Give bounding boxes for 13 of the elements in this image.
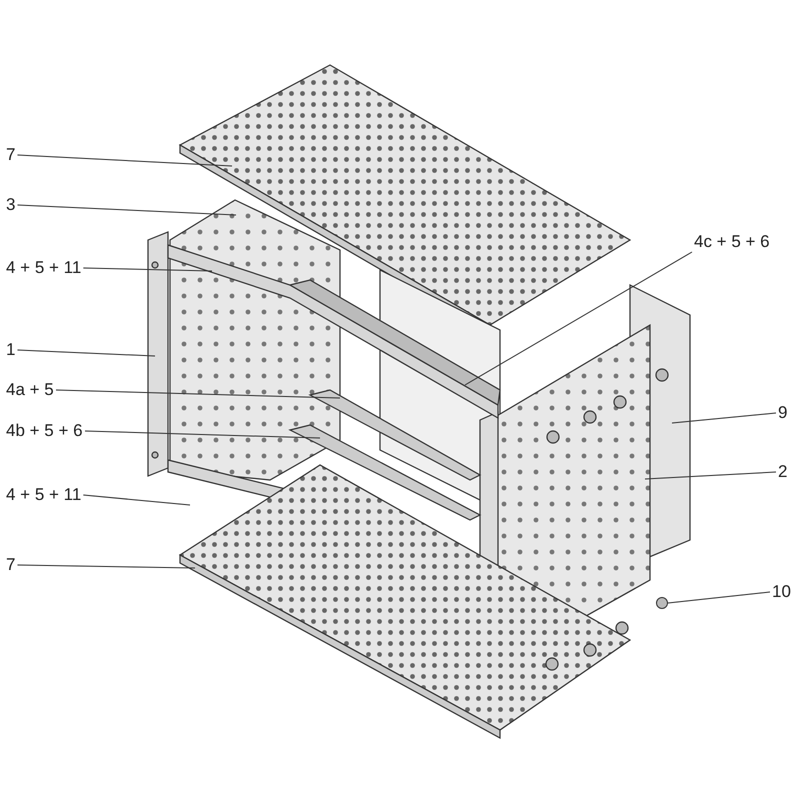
leader-line bbox=[668, 592, 770, 604]
leader-line bbox=[82, 268, 212, 272]
leader-line bbox=[16, 204, 236, 216]
leader-line bbox=[55, 390, 340, 398]
screw-drawing bbox=[656, 597, 668, 609]
leader-line bbox=[16, 350, 156, 356]
leader-line bbox=[82, 494, 190, 506]
leader-line bbox=[464, 252, 692, 386]
leader-line bbox=[644, 472, 776, 480]
leader-line bbox=[84, 430, 320, 438]
leader-line bbox=[16, 154, 232, 166]
leader-line bbox=[16, 564, 196, 568]
leader-line bbox=[672, 412, 776, 424]
